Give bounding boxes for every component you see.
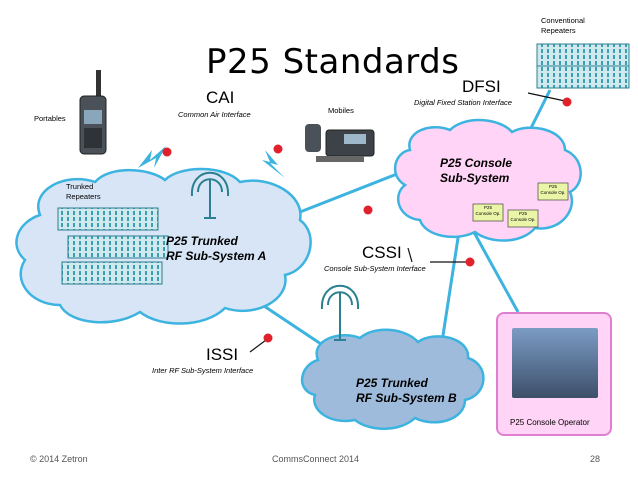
- callout-leaders: [249, 92, 566, 353]
- lightning-right-icon: [262, 150, 285, 178]
- lightning-left-icon: [138, 146, 166, 168]
- label-conventional-repeaters: Conventional Repeaters: [541, 16, 585, 35]
- console-op-box-3-label: P25 Console Op.: [510, 211, 536, 222]
- footer-center: CommsConnect 2014: [272, 454, 360, 464]
- footer-page-number: 28: [590, 454, 601, 464]
- console-op-box-2-label: P25 Console Op.: [475, 205, 501, 216]
- slide-title: P25 Standards: [206, 42, 460, 82]
- label-mobiles: Mobiles: [328, 106, 354, 115]
- link-a-b: [254, 298, 331, 352]
- cssi-name: Console Sub-System Interface: [324, 264, 426, 273]
- dot-issi: [263, 333, 273, 343]
- conventional-repeaters: [536, 43, 630, 89]
- console-op-boxes: [472, 182, 569, 228]
- issi-name: Inter RF Sub-System Interface: [152, 366, 254, 375]
- link-console-operator: [468, 224, 520, 313]
- issi-abbr: ISSI: [206, 345, 239, 364]
- dot-dfsi: [562, 97, 572, 107]
- cloud-trunked-a-label: P25 Trunked RF Sub-System A: [166, 234, 267, 263]
- dot-cssi-lower: [465, 257, 475, 267]
- cloud-console-label: P25 Console Sub-System: [440, 156, 513, 185]
- mobile-radio-icon: [305, 124, 375, 162]
- cai-abbr: CAI: [206, 88, 235, 107]
- cssi-abbr: CSSI: [362, 243, 402, 262]
- interface-dots: [162, 97, 572, 343]
- console-operator-label: P25 Console Operator: [510, 418, 590, 427]
- dfsi-name: Digital Fixed Station Interface: [414, 98, 512, 107]
- console-operator-photo: [512, 328, 598, 398]
- console-op-box-1: [537, 182, 569, 201]
- link-console-b: [438, 224, 462, 356]
- trunked-repeaters: [57, 207, 169, 285]
- console-op-box-1-label: P25 Console Op.: [540, 184, 566, 195]
- console-op-box-2: [472, 203, 504, 222]
- console-operator-panel: P25 Console Operator: [496, 312, 612, 436]
- dot-cssi-upper: [363, 205, 373, 215]
- cloud-trunked-b: [300, 328, 485, 430]
- dot-cai-right: [273, 144, 283, 154]
- dot-cai-left: [162, 147, 172, 157]
- label-portables: Portables: [34, 114, 66, 123]
- console-op-box-3: [507, 209, 539, 228]
- cai-name: Common Air Interface: [178, 110, 251, 119]
- dfsi-abbr: DFSI: [462, 77, 501, 96]
- label-trunked-repeaters: Trunked Repeaters: [66, 182, 101, 201]
- tower-b-icon: [320, 284, 360, 341]
- footer-left: © 2014 Zetron: [30, 454, 88, 464]
- tower-a-icon: [190, 171, 230, 219]
- portable-radio-icon: [79, 70, 107, 155]
- cloud-trunked-b-label: P25 Trunked RF Sub-System B: [356, 376, 457, 405]
